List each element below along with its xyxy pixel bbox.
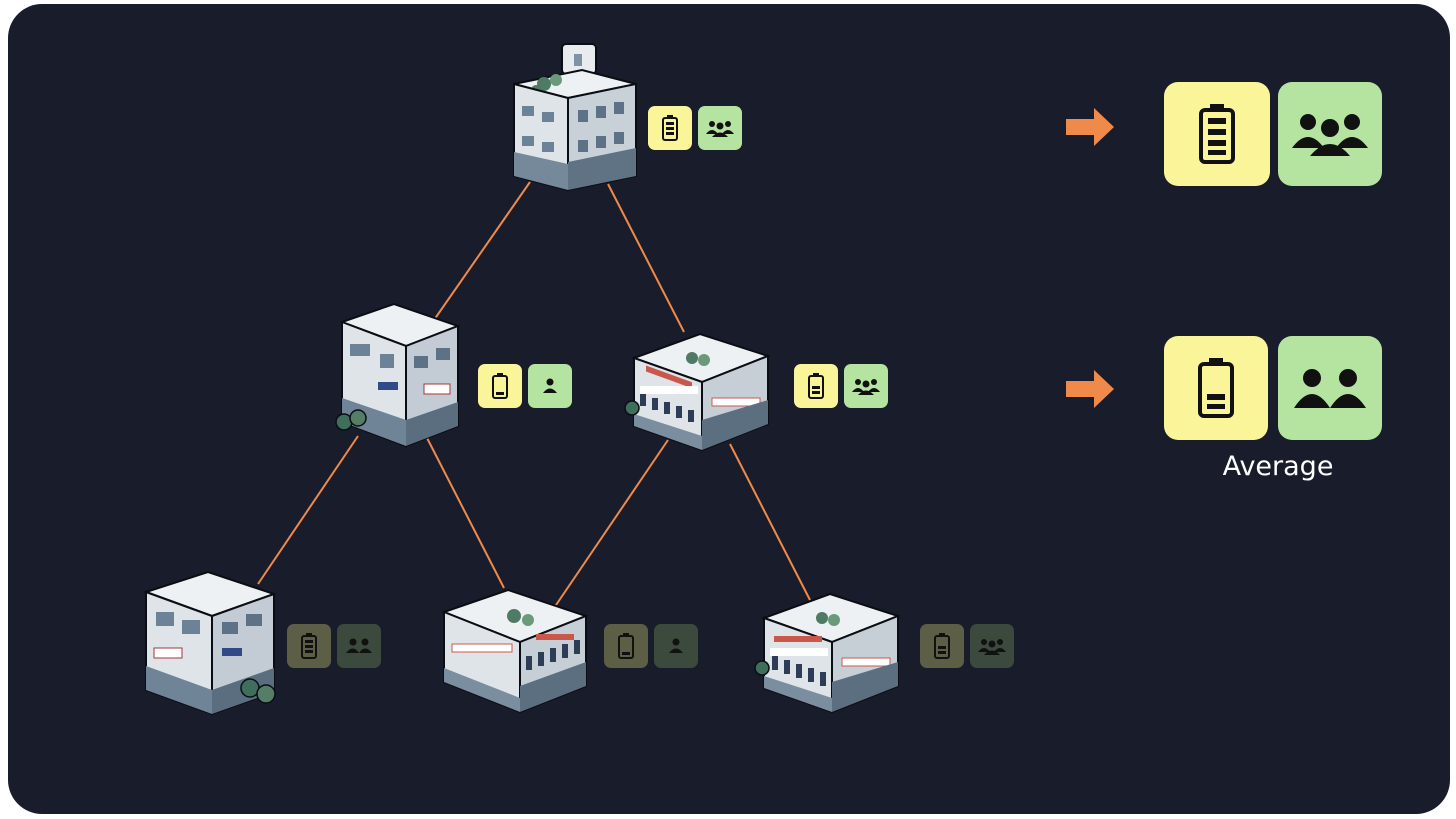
edge-right-leaf2 [553,439,669,609]
awning-stripes [640,394,694,422]
l2-leaf1-people-badge [337,624,381,668]
building-root-office-tower [513,43,637,192]
battery-medium-icon [808,373,824,399]
l1-right-people-badge [844,364,888,408]
l2-leaf1-battery-badge [287,624,331,668]
diagram-canvas: Average [8,4,1450,814]
building-l1-shop-corner [624,332,771,452]
edge-right-leaf3 [729,443,811,601]
group-icon [1292,114,1368,156]
edge-root-right [607,183,685,333]
l1-left-people-badge [528,364,572,408]
edge-left-leaf2 [425,435,505,589]
battery-full-icon [1199,104,1235,164]
l1-left-battery-badge [478,364,522,408]
building-l2-shop-corner-center [441,588,589,714]
group-icon [852,379,880,395]
person-icon [669,638,683,653]
arrow-right-icon [1066,108,1114,146]
battery-low-icon [618,633,634,659]
root-battery-badge [648,106,692,150]
building-l2-office-block [142,570,278,716]
battery-medium-icon [934,633,950,659]
tree-edges [257,181,811,609]
battery-low-icon [492,373,508,399]
l2-leaf2-battery-badge [604,624,648,668]
result2-battery-badge [1164,336,1268,440]
pair-icon [346,638,372,653]
group-icon [706,121,734,137]
l2-leaf3-people-badge [970,624,1014,668]
group-icon [978,639,1006,655]
l2-leaf2-people-badge [654,624,698,668]
building-l2-shop-corner-right [754,592,901,714]
l2-leaf3-battery-badge [920,624,964,668]
root-people-badge [698,106,742,150]
building-l1-office-block [335,302,461,448]
battery-full-icon [662,115,678,141]
battery-medium-icon [1198,358,1234,418]
person-icon [543,378,557,393]
l1-right-battery-badge [794,364,838,408]
result1-people-badge [1278,82,1382,186]
edge-root-left [433,181,531,321]
result2-people-badge [1278,336,1382,440]
pair-icon [1294,369,1366,408]
result1-battery-badge [1164,82,1270,186]
arrow-right-icon [1066,370,1114,408]
average-label: Average [1222,451,1334,482]
edge-left-leaf1 [257,435,359,585]
battery-full-icon [301,633,317,659]
